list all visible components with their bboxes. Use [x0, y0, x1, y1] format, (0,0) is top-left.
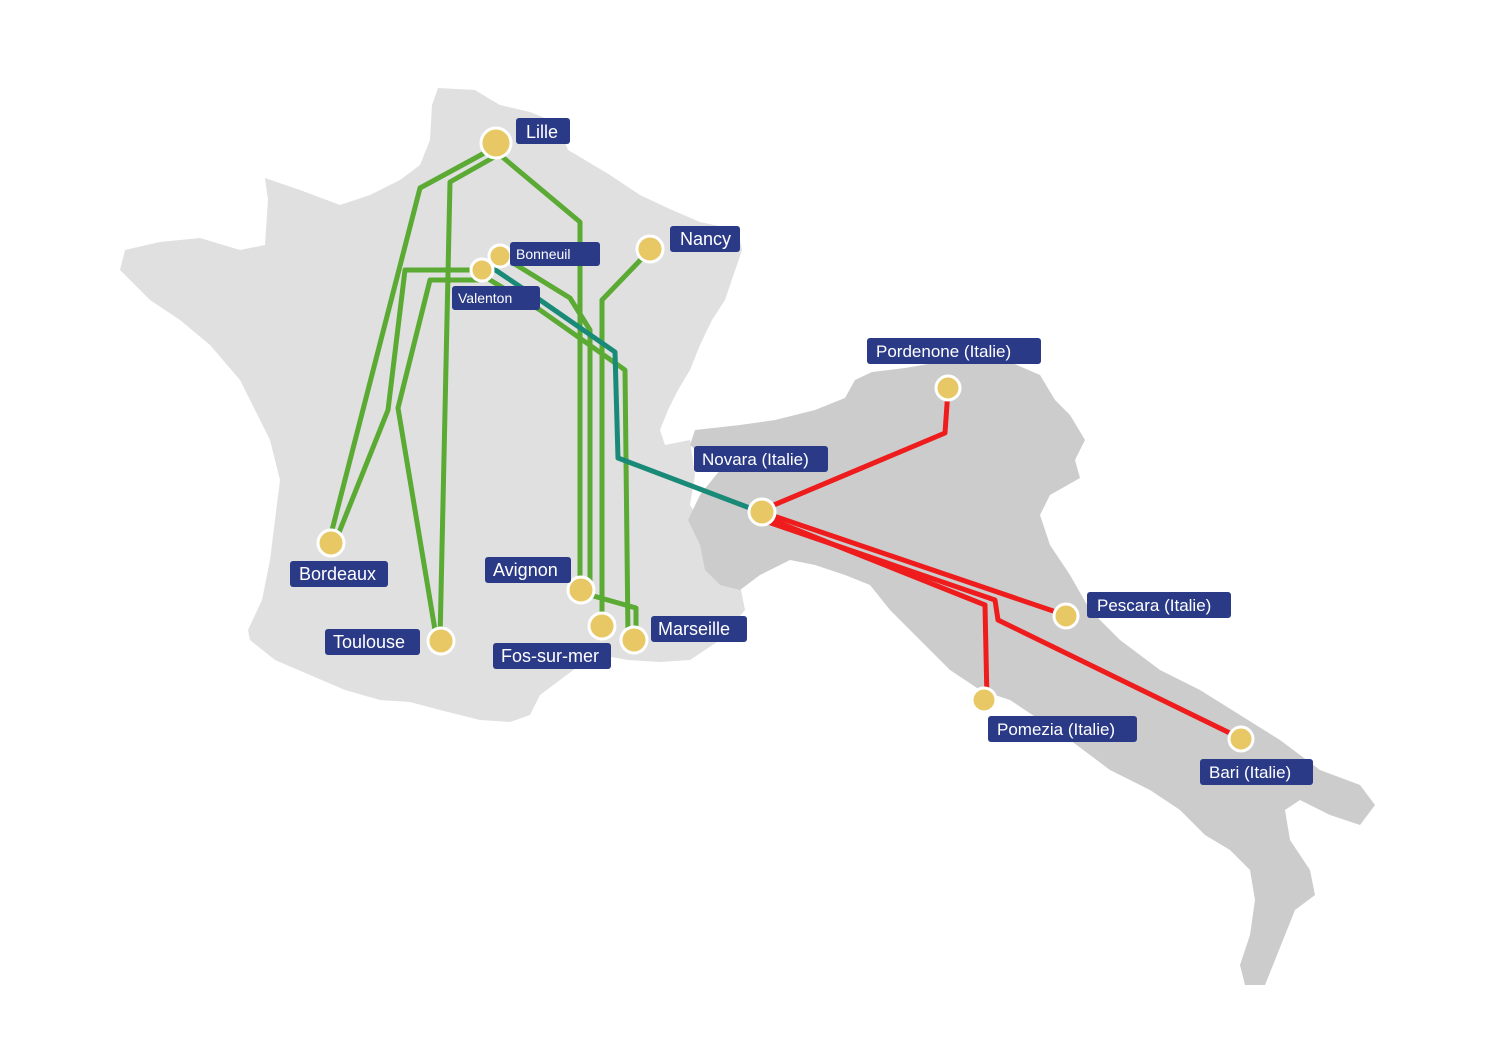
node-pescara[interactable] [1052, 602, 1080, 630]
label-marseille: Marseille [651, 616, 747, 642]
route-valenton-bordeaux [333, 267, 481, 543]
node-valenton[interactable] [469, 257, 495, 283]
label-valenton-text: Valenton [458, 290, 512, 306]
label-toulouse-text: Toulouse [333, 632, 405, 652]
node-novara[interactable] [747, 497, 777, 527]
label-novara-text: Novara (Italie) [702, 450, 809, 469]
label-toulouse: Toulouse [325, 629, 420, 655]
node-toulouse[interactable] [426, 626, 456, 656]
node-nancy[interactable] [635, 234, 665, 264]
route-nancy-fos [599, 247, 653, 628]
node-fos-sur-mer[interactable] [587, 611, 617, 641]
label-nancy-text: Nancy [680, 229, 731, 249]
label-fos-text: Fos-sur-mer [501, 646, 599, 666]
routes-italy [759, 387, 1243, 741]
node-marseille[interactable] [619, 625, 649, 655]
label-avignon-text: Avignon [493, 560, 558, 580]
city-nodes [316, 126, 1255, 753]
label-pordenone-text: Pordenone (Italie) [876, 342, 1011, 361]
label-nancy: Nancy [670, 226, 740, 252]
label-fos-sur-mer: Fos-sur-mer [493, 643, 611, 669]
city-labels: Lille Bonneuil Valenton Nancy Bordeaux T… [290, 118, 1313, 785]
routes-france [327, 147, 653, 643]
route-novara-bari [759, 517, 1243, 741]
node-avignon[interactable] [566, 575, 596, 605]
label-pomezia-text: Pomezia (Italie) [997, 720, 1115, 739]
label-avignon: Avignon [485, 557, 571, 583]
route-bonneuil-marseille [502, 255, 639, 635]
label-bari: Bari (Italie) [1200, 759, 1313, 785]
label-bonneuil-text: Bonneuil [516, 246, 571, 262]
label-valenton: Valenton [452, 286, 540, 310]
label-pordenone: Pordenone (Italie) [867, 338, 1041, 364]
label-bordeaux: Bordeaux [290, 561, 388, 587]
label-bordeaux-text: Bordeaux [299, 564, 376, 584]
label-pomezia: Pomezia (Italie) [988, 716, 1137, 742]
route-lille-toulouse [437, 153, 499, 643]
route-lille-bordeaux [327, 147, 493, 541]
route-novara-pescara [759, 509, 1068, 618]
node-pomezia[interactable] [970, 686, 998, 714]
node-bari[interactable] [1227, 725, 1255, 753]
label-lille: Lille [516, 118, 570, 144]
route-valenton-toulouse [395, 277, 481, 639]
node-pordenone[interactable] [934, 374, 962, 402]
node-bordeaux[interactable] [316, 528, 346, 558]
route-novara-pordenone [759, 387, 951, 513]
label-novara: Novara (Italie) [694, 446, 828, 472]
label-bari-text: Bari (Italie) [1209, 763, 1291, 782]
node-lille[interactable] [479, 126, 513, 160]
label-pescara: Pescara (Italie) [1087, 592, 1231, 618]
italy-land [688, 355, 1375, 985]
label-lille-text: Lille [526, 122, 558, 142]
label-marseille-text: Marseille [658, 619, 730, 639]
route-lille-avignon [497, 152, 583, 588]
label-pescara-text: Pescara (Italie) [1097, 596, 1211, 615]
label-bonneuil: Bonneuil [510, 242, 600, 266]
